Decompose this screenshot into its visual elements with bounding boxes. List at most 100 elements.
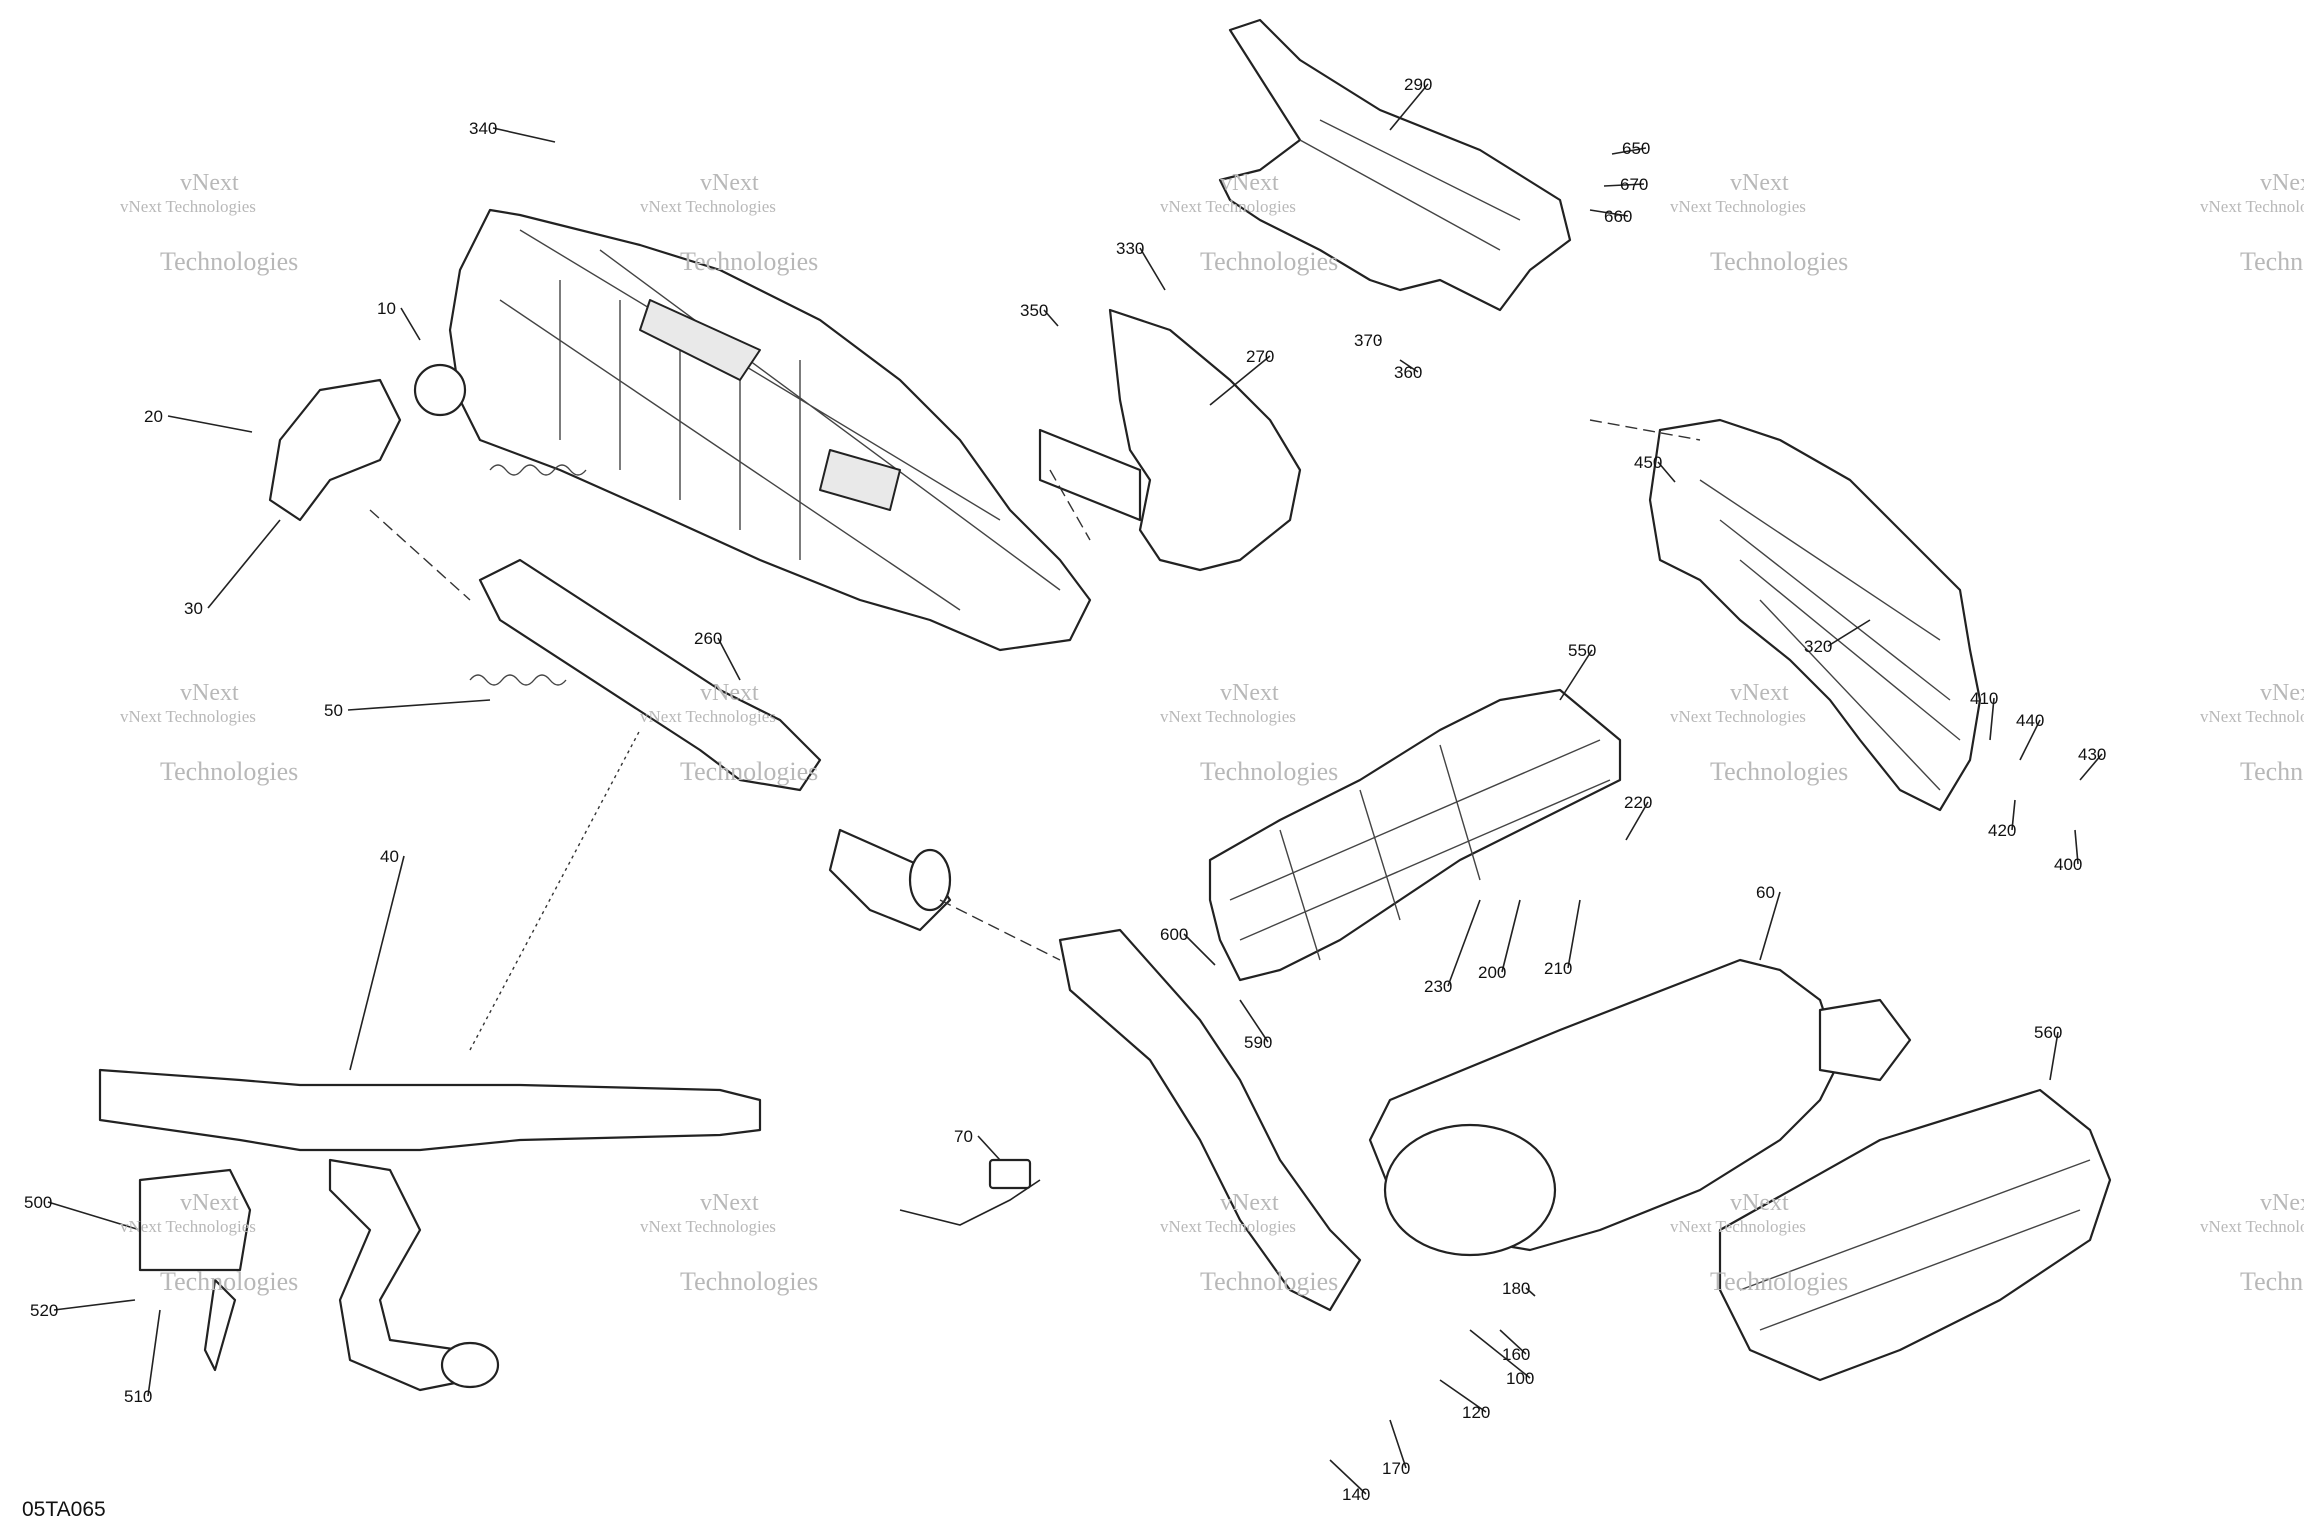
callout-leader [2011, 799, 2016, 831]
reference-code: 05TA065 [22, 1498, 106, 1521]
watermark-text: Technologies [2240, 757, 2304, 786]
callout-leader [1439, 1379, 1487, 1413]
callout-leader [1989, 697, 1995, 741]
watermark-text: vNext [1730, 680, 1789, 706]
callout-leader [400, 307, 421, 341]
watermark-text: vNext Technologies [1160, 707, 1296, 726]
callout-number: 370 [1354, 331, 1382, 350]
callout-leader [717, 637, 741, 681]
watermark-text: vNext Technologies [120, 1217, 256, 1236]
callout-leader [1329, 1459, 1367, 1495]
watermark-text: vNext [1730, 170, 1789, 196]
callout-number: 510 [124, 1387, 152, 1406]
callout-leader [1525, 1287, 1536, 1297]
callout-leader [1209, 355, 1271, 406]
callout-number: 670 [1620, 175, 1648, 194]
callout-leader [1501, 899, 1521, 973]
callout-number: 180 [1502, 1279, 1530, 1298]
watermark-text: vNext Technologies [2200, 707, 2304, 726]
callout-number: 340 [469, 119, 497, 138]
callout-leader [53, 1299, 136, 1311]
callout-number: 410 [1970, 689, 1998, 708]
watermark-text: vNext [1220, 1190, 1279, 1216]
callout-number: 650 [1622, 139, 1650, 158]
callout-number: 220 [1624, 793, 1652, 812]
callout-number: 40 [380, 847, 399, 866]
watermark-text: Technologies [1200, 247, 1338, 276]
top-heat-shield [1218, 18, 1572, 312]
callout-leader [1399, 359, 1419, 373]
muffler-heat-shield [1208, 688, 1622, 982]
callout-number: 10 [377, 299, 396, 318]
callout-number: 330 [1116, 239, 1144, 258]
watermark-text: vNext Technologies [120, 197, 256, 216]
callout-leader [1603, 183, 1645, 187]
callout-number: 430 [2078, 745, 2106, 764]
callout-number: 100 [1506, 1369, 1534, 1388]
callout-number: 290 [1404, 75, 1432, 94]
watermarks: vNext TechnologiesTechnologiesvNextvNext… [120, 170, 2304, 1296]
callout-number: 70 [954, 1127, 973, 1146]
callout-number: 20 [144, 407, 163, 426]
callout-number: 660 [1604, 207, 1632, 226]
callout-leader [977, 1135, 1001, 1161]
watermark-text: vNext [1220, 170, 1279, 196]
lower-bracket [138, 1168, 252, 1372]
upper-heat-shield [448, 208, 1092, 652]
watermark-text: vNext Technologies [2200, 1217, 2304, 1236]
callout-number: 50 [324, 701, 343, 720]
muffler [1058, 928, 1912, 1312]
callout-leader [147, 1309, 161, 1397]
callout-number: 120 [1462, 1403, 1490, 1422]
muffler-end-cap [1718, 1088, 2112, 1382]
callout-leader [1567, 899, 1581, 969]
callout-number: 230 [1424, 977, 1452, 996]
watermark-text: vNext [1730, 1190, 1789, 1216]
watermark-text: Technologies [680, 247, 818, 276]
watermark-text: vNext [700, 680, 759, 706]
watermark-text: vNext Technologies [1160, 1217, 1296, 1236]
callout-leader [1657, 461, 1676, 483]
callout-number: 160 [1502, 1345, 1530, 1364]
callout-leader [1389, 83, 1429, 131]
oxygen-sensor [899, 1158, 1041, 1226]
callout-labels: 3402906506706603303502701020305026040370… [24, 75, 2106, 1504]
watermark-text: vNext [180, 1190, 239, 1216]
callout-leader [2019, 719, 2041, 761]
watermark-text: vNext [700, 1190, 759, 1216]
watermark-text: Technologies [680, 757, 818, 786]
callout-leader [347, 699, 491, 711]
callout-leader [1447, 899, 1481, 987]
watermark-text: Technologies [160, 247, 298, 276]
callout-number: 440 [2016, 711, 2044, 730]
callout-number: 320 [1804, 637, 1832, 656]
watermark-text: Technologies [1710, 247, 1848, 276]
callout-leader [1469, 1329, 1531, 1379]
watermark-text: vNext Technologies [1670, 197, 1806, 216]
watermark-text: Technologies [160, 1267, 298, 1296]
watermark-text: vNext [2260, 680, 2304, 706]
watermark-text: vNext Technologies [1670, 1217, 1806, 1236]
watermark-text: vNext Technologies [120, 707, 256, 726]
callout-leader [2074, 829, 2079, 865]
callout-leader [492, 127, 556, 143]
callout-number: 420 [1988, 821, 2016, 840]
watermark-text: Technologies [2240, 247, 2304, 276]
watermark-text: vNext Technologies [640, 197, 776, 216]
callout-leader [1499, 1329, 1527, 1355]
callout-leader [1043, 309, 1059, 327]
front-exhaust-pipe [478, 558, 952, 932]
callout-leader [1239, 999, 1269, 1043]
callout-leader [207, 519, 281, 609]
callout-leader [1625, 801, 1649, 841]
callout-number: 500 [24, 1193, 52, 1212]
watermark-text: vNext Technologies [2200, 197, 2304, 216]
mid-heat-shield [1038, 308, 1302, 572]
watermark-text: Technologies [160, 757, 298, 786]
callout-leader [47, 1201, 141, 1231]
watermark-text: Technologies [1710, 1267, 1848, 1296]
watermark-text: vNext [1220, 680, 1279, 706]
watermark-text: vNext [2260, 170, 2304, 196]
